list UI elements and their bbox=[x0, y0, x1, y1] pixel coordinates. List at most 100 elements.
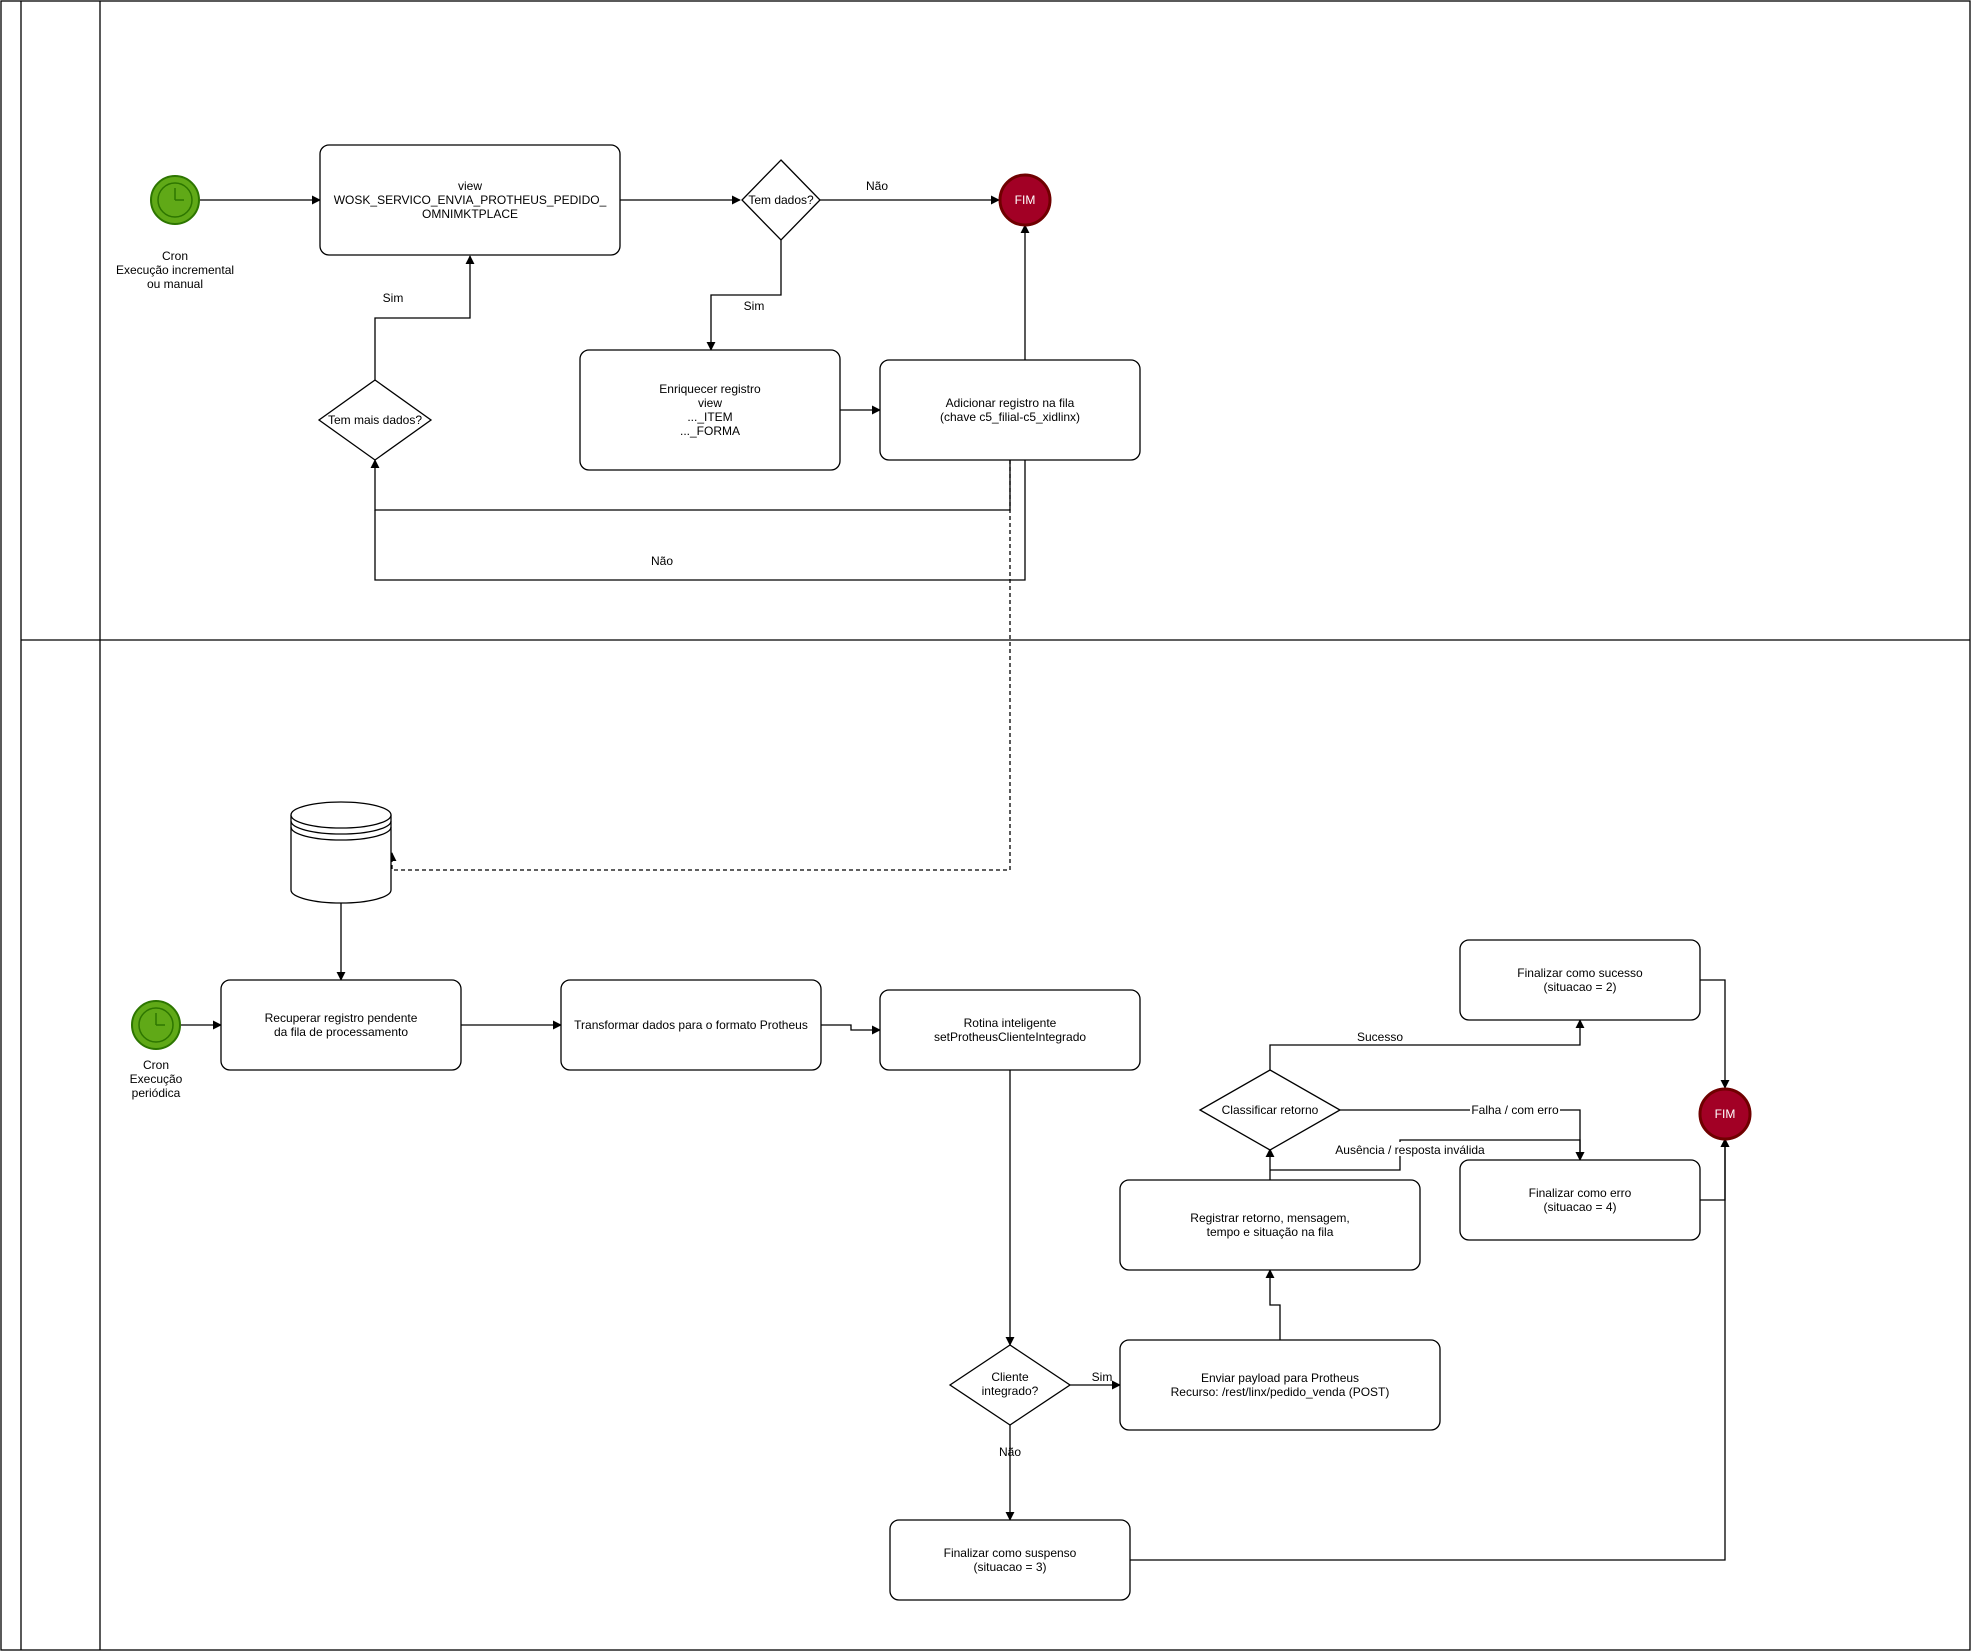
adicionar-line-1: Adicionar registro na fila bbox=[946, 396, 1075, 410]
clock-icon bbox=[157, 182, 193, 218]
recuperar-task[interactable]: Recuperar registro pendente da fila de p… bbox=[220, 979, 462, 1071]
label-nao-bottom: Não bbox=[651, 554, 673, 568]
registrar-line-2: tempo e situação na fila bbox=[1207, 1225, 1334, 1239]
flow-suspenso-to-end bbox=[1130, 1138, 1730, 1561]
database-body bbox=[290, 815, 392, 904]
label-nao-top: Não bbox=[866, 179, 888, 193]
flow-transformar-to-rotina bbox=[821, 1024, 881, 1035]
adicionar-line-2: (chave c5_filial-c5_xidlinx) bbox=[940, 410, 1080, 424]
sucesso-task[interactable]: Finalizar como sucesso (situacao = 2) bbox=[1459, 939, 1701, 1021]
start2-caption-2: Execução bbox=[130, 1072, 183, 1086]
erro-line-2: (situacao = 4) bbox=[1543, 1200, 1616, 1214]
erro-line-1: Finalizar como erro bbox=[1529, 1186, 1632, 1200]
decision-mais-dados[interactable]: Tem mais dados? bbox=[317, 379, 433, 461]
flow-enviar-to-registrar bbox=[1265, 1269, 1281, 1340]
database-icon bbox=[290, 801, 392, 904]
transformar-task[interactable]: Transformar dados para o formato Protheu… bbox=[560, 979, 822, 1071]
decision-cliente-diamond[interactable] bbox=[948, 1344, 1072, 1426]
lane-2: Cron Execução periódica Recuperar regist… bbox=[130, 801, 1752, 1601]
end-event-label: FIM bbox=[1015, 193, 1036, 207]
sucesso-task-box[interactable] bbox=[1459, 939, 1701, 1021]
start-event-2: Cron Execução periódica bbox=[130, 1000, 183, 1100]
view-task-line-2: WOSK_SERVICO_ENVIA_PROTHEUS_PEDIDO_ bbox=[334, 193, 607, 207]
end-event-2: FIM bbox=[1698, 1087, 1752, 1141]
suspenso-task[interactable]: Finalizar como suspenso (situacao = 3) bbox=[889, 1519, 1131, 1601]
view-task-line-3: OMNIMKTPLACE bbox=[422, 207, 518, 221]
enriquecer-line-4: ..._FORMA bbox=[680, 424, 740, 438]
rotina-line-2: setProtheusClienteIntegrado bbox=[934, 1030, 1086, 1044]
decision-tem-dados-diamond[interactable] bbox=[741, 159, 821, 241]
registrar-task-box[interactable] bbox=[1119, 1179, 1421, 1271]
suspenso-line-2: (situacao = 3) bbox=[973, 1560, 1046, 1574]
label-cliente-sim: Sim bbox=[1092, 1370, 1113, 1384]
registrar-task[interactable]: Registrar retorno, mensagem, tempo e sit… bbox=[1119, 1179, 1421, 1271]
label-sucesso: Sucesso bbox=[1357, 1030, 1403, 1044]
decision-tem-dados-label: Tem dados? bbox=[748, 193, 814, 207]
lane-1: Cron Execução incremental ou manual view… bbox=[116, 144, 1141, 871]
flow-classificar-sucesso bbox=[1269, 1019, 1585, 1070]
end-event-1: FIM bbox=[998, 173, 1052, 227]
end-event-2-circle bbox=[1698, 1087, 1752, 1141]
recuperar-task-box[interactable] bbox=[220, 979, 462, 1071]
flow-decision-to-enriquecer bbox=[706, 240, 782, 351]
flow-erro-to-end bbox=[1700, 1138, 1730, 1201]
clock-icon bbox=[138, 1007, 174, 1043]
decision-cliente-integrado[interactable]: Cliente integrado? bbox=[948, 1344, 1072, 1426]
view-task-box[interactable] bbox=[319, 144, 621, 256]
enriquecer-task-box[interactable] bbox=[579, 349, 841, 471]
decision-classificar[interactable]: Classificar retorno bbox=[1198, 1069, 1342, 1151]
view-task[interactable]: view WOSK_SERVICO_ENVIA_PROTHEUS_PEDIDO_… bbox=[319, 144, 621, 256]
flow-classificar-ausencia bbox=[1270, 1139, 1585, 1171]
decision-cliente-line-1: Cliente bbox=[991, 1370, 1029, 1384]
enviar-line-1: Enviar payload para Protheus bbox=[1201, 1371, 1359, 1385]
sucesso-line-2: (situacao = 2) bbox=[1543, 980, 1616, 994]
rotina-task[interactable]: Rotina inteligente setProtheusClienteInt… bbox=[879, 989, 1141, 1071]
label-ausencia: Ausência / resposta inválida bbox=[1335, 1143, 1485, 1157]
enriquecer-task[interactable]: Enriquecer registro view ..._ITEM ..._FO… bbox=[579, 349, 841, 471]
rotina-line-1: Rotina inteligente bbox=[964, 1016, 1057, 1030]
enriquecer-line-3: ..._ITEM bbox=[687, 410, 732, 424]
start-caption-3: ou manual bbox=[147, 277, 203, 291]
adicionar-task[interactable]: Adicionar registro na fila (chave c5_fil… bbox=[879, 359, 1141, 461]
decision-mais-dados-label: Tem mais dados? bbox=[328, 413, 422, 427]
sucesso-line-1: Finalizar como sucesso bbox=[1517, 966, 1643, 980]
enviar-task[interactable]: Enviar payload para Protheus Recurso: /r… bbox=[1119, 1339, 1441, 1431]
adicionar-task-box[interactable] bbox=[879, 359, 1141, 461]
recuperar-line-1: Recuperar registro pendente bbox=[265, 1011, 418, 1025]
label-cliente-nao: Não bbox=[999, 1445, 1021, 1459]
erro-task-box[interactable] bbox=[1459, 1159, 1701, 1241]
recuperar-line-2: da fila de processamento bbox=[274, 1025, 408, 1039]
enriquecer-line-1: Enriquecer registro bbox=[659, 382, 761, 396]
start-caption-2: Execução incremental bbox=[116, 263, 234, 277]
decision-mais-dados-diamond[interactable] bbox=[317, 379, 433, 461]
enviar-line-2: Recurso: /rest/linx/pedido_venda (POST) bbox=[1171, 1385, 1390, 1399]
decision-classificar-label: Classificar retorno bbox=[1222, 1103, 1319, 1117]
registrar-line-1: Registrar retorno, mensagem, bbox=[1190, 1211, 1349, 1225]
transformar-task-box[interactable] bbox=[560, 979, 822, 1071]
start2-caption-1: Cron bbox=[143, 1058, 169, 1072]
enriquecer-line-2: view bbox=[698, 396, 722, 410]
decision-classificar-diamond[interactable] bbox=[1198, 1069, 1342, 1151]
label-sim-up: Sim bbox=[383, 291, 404, 305]
decision-cliente-line-2: integrado? bbox=[982, 1384, 1039, 1398]
rotina-task-box[interactable] bbox=[879, 989, 1141, 1071]
flow-fila-to-database bbox=[387, 460, 1011, 871]
view-task-line-1: view bbox=[458, 179, 482, 193]
suspenso-task-box[interactable] bbox=[889, 1519, 1131, 1601]
end-event-2-label: FIM bbox=[1715, 1107, 1736, 1121]
enviar-task-box[interactable] bbox=[1119, 1339, 1441, 1431]
decision-tem-dados[interactable]: Tem dados? bbox=[741, 159, 821, 241]
database-top bbox=[290, 801, 392, 829]
erro-task[interactable]: Finalizar como erro (situacao = 4) bbox=[1459, 1159, 1701, 1241]
suspenso-line-1: Finalizar como suspenso bbox=[944, 1546, 1077, 1560]
label-falha: Falha / com erro bbox=[1471, 1103, 1559, 1117]
start-event-1: Cron Execução incremental ou manual bbox=[116, 175, 234, 291]
transformar-line-1: Transformar dados para o formato Protheu… bbox=[574, 1018, 808, 1032]
start-caption-1: Cron bbox=[162, 249, 188, 263]
start2-caption-3: periódica bbox=[132, 1086, 181, 1100]
flow-sucesso-to-end bbox=[1700, 979, 1730, 1089]
end-event-circle bbox=[998, 173, 1052, 227]
